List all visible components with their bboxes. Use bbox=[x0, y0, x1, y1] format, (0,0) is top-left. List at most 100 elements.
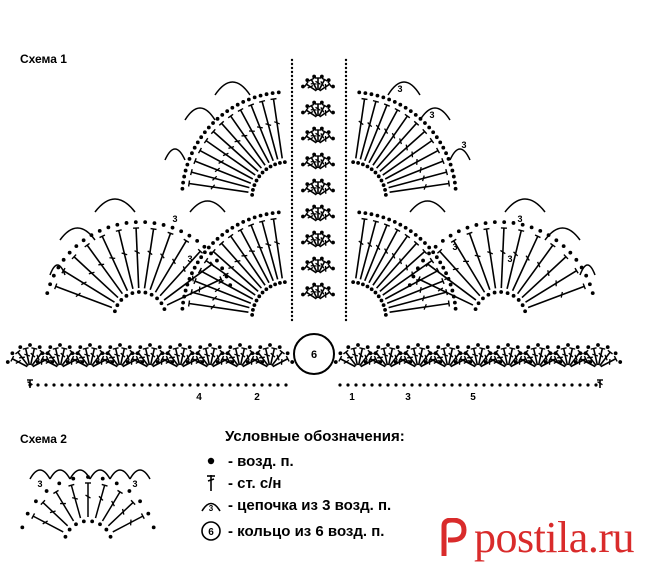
double-crochet-top bbox=[259, 219, 266, 223]
double-crochet-top bbox=[304, 133, 309, 140]
double-crochet-top bbox=[394, 227, 401, 233]
chain-stitch bbox=[383, 192, 388, 197]
double-crochet-slash bbox=[126, 354, 130, 361]
chain-stitch bbox=[361, 162, 365, 167]
double-crochet-top bbox=[135, 355, 140, 362]
double-crochet-slash bbox=[49, 510, 56, 514]
double-crochet-top bbox=[413, 240, 420, 246]
chain-stitch bbox=[536, 343, 540, 347]
chain-stitch bbox=[301, 214, 305, 219]
chain-stitch bbox=[427, 251, 431, 256]
double-crochet bbox=[389, 351, 401, 367]
double-crochet-slash bbox=[18, 356, 25, 359]
chain-stitch bbox=[344, 206, 348, 210]
chain-stitch bbox=[344, 90, 348, 94]
double-crochet-slash bbox=[66, 354, 70, 361]
double-crochet-top bbox=[101, 483, 108, 487]
chain-stitch bbox=[130, 291, 135, 296]
double-crochet-slash bbox=[496, 356, 503, 359]
chain-stitch bbox=[252, 183, 257, 187]
double-crochet bbox=[59, 348, 66, 366]
double-crochet-slash bbox=[256, 246, 263, 249]
double-crochet-slash bbox=[604, 354, 608, 361]
chain-stitch bbox=[230, 105, 235, 110]
double-crochet-top bbox=[225, 355, 230, 362]
chain-stitch bbox=[416, 343, 420, 347]
double-crochet-slash bbox=[320, 263, 325, 269]
chain-stitch bbox=[476, 343, 480, 347]
chain-stitch bbox=[418, 236, 423, 241]
chain-stitch bbox=[376, 294, 381, 299]
chain-stitch bbox=[290, 62, 294, 66]
double-crochet-slash bbox=[212, 175, 218, 181]
scheme2-diagram: 3 3 bbox=[20, 469, 156, 539]
double-crochet-top bbox=[463, 349, 469, 355]
double-crochet-slash bbox=[109, 257, 116, 260]
double-crochet bbox=[114, 348, 121, 366]
double-crochet bbox=[71, 358, 88, 368]
chain-stitch bbox=[161, 223, 166, 227]
double-crochet bbox=[318, 183, 326, 195]
chain-stitch bbox=[453, 186, 458, 191]
double-crochet bbox=[220, 242, 263, 289]
chain-stitch bbox=[344, 278, 348, 282]
chain-stitch bbox=[132, 383, 136, 387]
double-crochet-slash bbox=[513, 251, 519, 257]
double-crochet bbox=[519, 358, 536, 368]
double-crochet bbox=[181, 351, 193, 367]
chain-stitch bbox=[252, 303, 257, 307]
chain-stitch bbox=[387, 217, 392, 222]
double-crochet bbox=[372, 115, 409, 166]
chain-stitch bbox=[312, 282, 317, 287]
double-crochet bbox=[318, 131, 326, 143]
chain-stitch bbox=[172, 383, 176, 387]
chain-stitch bbox=[411, 274, 416, 279]
chain-stitch bbox=[556, 345, 561, 350]
double-crochet bbox=[472, 348, 479, 366]
chain-stitch bbox=[220, 112, 225, 117]
double-crochet-top bbox=[121, 347, 128, 350]
chain-stitch bbox=[423, 241, 427, 245]
double-crochet-slash bbox=[358, 240, 364, 246]
double-crochet-slash bbox=[85, 494, 91, 499]
chain-stitch bbox=[446, 343, 450, 347]
chain-stitch bbox=[331, 188, 335, 193]
chain-stitch bbox=[215, 236, 220, 241]
double-crochet-top bbox=[84, 242, 90, 248]
chain-stitch bbox=[195, 140, 200, 145]
double-crochet-top bbox=[193, 158, 197, 165]
double-crochet-slash bbox=[114, 353, 121, 357]
chain-stitch bbox=[441, 265, 446, 270]
double-crochet bbox=[194, 280, 252, 304]
chain-stitch bbox=[202, 130, 207, 135]
chain-stitch bbox=[290, 210, 294, 214]
chain-stitch bbox=[566, 343, 570, 347]
chain-stitch bbox=[278, 161, 282, 165]
chain-stitch bbox=[344, 270, 348, 274]
double-crochet bbox=[174, 348, 181, 366]
double-crochet-top bbox=[553, 349, 559, 355]
chain-stitch bbox=[331, 266, 335, 271]
double-crochet-top bbox=[327, 107, 332, 114]
chain-stitch bbox=[301, 84, 305, 89]
double-crochet-slash bbox=[120, 352, 126, 358]
scallop-arc bbox=[164, 148, 186, 161]
chain-stitch bbox=[290, 198, 294, 202]
chain-stitch bbox=[344, 146, 348, 150]
chain-stitch bbox=[138, 499, 142, 504]
chain-stitch bbox=[290, 274, 294, 278]
scallop-arc bbox=[544, 227, 581, 241]
chain-stitch bbox=[185, 162, 190, 167]
chain-stitch bbox=[164, 383, 168, 387]
chain-stitch bbox=[434, 135, 439, 140]
chain-stitch bbox=[290, 182, 294, 186]
svg-text:6: 6 bbox=[208, 527, 214, 538]
chain-stitch bbox=[159, 301, 164, 306]
double-crochet-top bbox=[373, 349, 379, 355]
double-crochet bbox=[194, 160, 252, 184]
double-crochet-slash bbox=[160, 253, 165, 259]
chain-stitch bbox=[344, 202, 348, 206]
double-crochet bbox=[319, 187, 331, 196]
double-crochet bbox=[509, 351, 521, 367]
chain-stitch bbox=[344, 82, 348, 86]
